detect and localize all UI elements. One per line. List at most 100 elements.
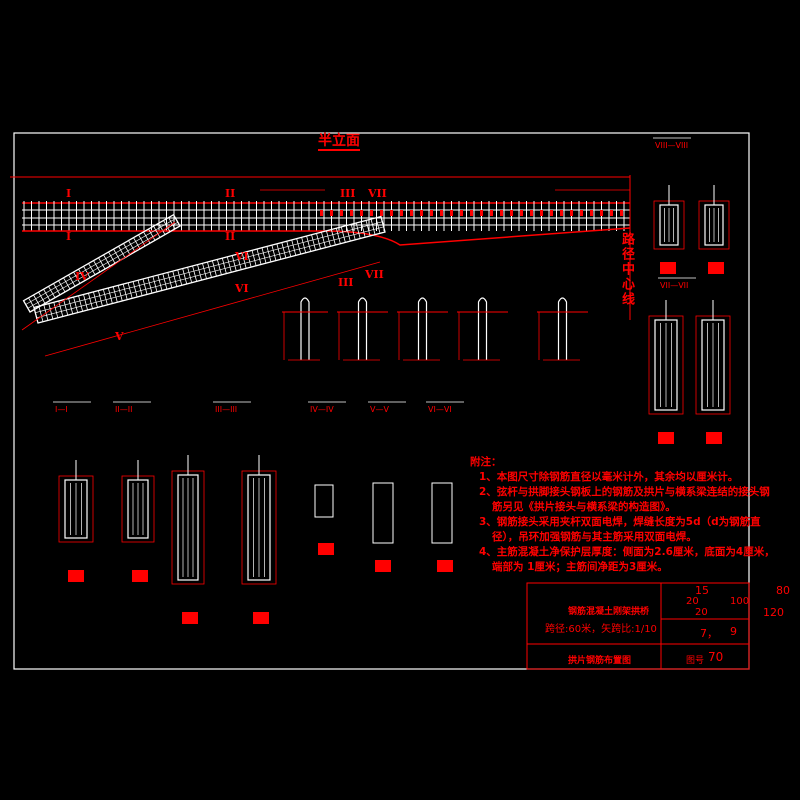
tb-r2a: 20	[686, 596, 699, 607]
stirrup	[43, 289, 51, 301]
hook-details	[282, 297, 588, 361]
stirrup	[306, 235, 312, 252]
hook-detail	[417, 297, 428, 360]
stirrup	[266, 246, 272, 263]
section-label-block	[68, 570, 84, 582]
section-marks: I I II II III VII IV VI VI V III VII	[66, 187, 387, 343]
stirrup	[221, 258, 227, 274]
stirrup	[63, 299, 69, 316]
stirrup	[68, 298, 74, 315]
stirrup	[33, 307, 39, 324]
stirrup	[63, 277, 71, 290]
stirrup	[103, 254, 111, 267]
stirrup	[33, 294, 41, 307]
stirrup	[360, 221, 366, 238]
rebar-mark	[580, 210, 583, 216]
stirrup	[321, 232, 326, 248]
stirrup	[345, 225, 351, 242]
rebar-mark	[440, 210, 443, 216]
rebar-mark	[610, 210, 613, 216]
stirrup	[112, 286, 118, 303]
stirrup	[271, 245, 277, 261]
stirrup	[370, 219, 376, 235]
section-title: VI—VI	[428, 405, 452, 414]
stirrup	[326, 230, 331, 247]
rib-dimension	[44, 261, 381, 357]
drawing-no-label: 图号	[686, 656, 705, 666]
section-title: V—V	[370, 405, 389, 414]
stirrup	[162, 273, 168, 290]
stirrup	[197, 264, 202, 281]
rebar-mark	[320, 210, 323, 216]
rebar-mark	[500, 210, 503, 216]
stirrup	[182, 268, 188, 285]
rebar-mark	[450, 210, 453, 216]
stirrup	[177, 269, 183, 286]
rebar-mark	[590, 210, 593, 216]
stirrup	[98, 257, 106, 270]
stirrup	[102, 289, 108, 305]
stirrup	[301, 237, 307, 253]
stirrup	[118, 246, 126, 258]
stirrup	[137, 280, 143, 296]
stirrup	[330, 229, 336, 246]
mark-ii: II	[225, 187, 235, 200]
stirrup	[350, 224, 356, 240]
stirrup	[93, 291, 98, 308]
stirrup	[83, 266, 91, 278]
strut-dimension	[21, 221, 176, 331]
stirrup	[142, 278, 148, 295]
rebar-long	[36, 226, 384, 319]
stirrup	[83, 294, 88, 311]
rebar-mark	[420, 210, 423, 216]
stirrup	[113, 248, 121, 261]
rebar-mark	[360, 210, 363, 216]
section-label-block	[708, 262, 724, 274]
drawing-name: 拱片钢筋布置图	[568, 656, 632, 666]
section-vii	[431, 482, 453, 544]
stirrup	[78, 268, 86, 281]
drawing-title: 半立面	[318, 133, 360, 151]
section-title: VII—VII	[660, 281, 688, 290]
mark-vi: VI	[234, 250, 249, 263]
rebar-mark	[390, 210, 393, 216]
rebar-mark	[410, 210, 413, 216]
tb-r4: 7，	[700, 627, 718, 640]
stirrup	[107, 287, 113, 304]
rebar-long	[27, 221, 178, 309]
stirrup	[380, 216, 386, 233]
stirrup	[97, 290, 103, 307]
stirrup	[241, 252, 247, 269]
stirrup	[128, 240, 136, 252]
stirrup	[108, 251, 116, 264]
stirrup	[143, 231, 151, 244]
rebar-mark	[370, 210, 373, 216]
drawing-no: 70	[708, 650, 724, 664]
stirrup	[231, 255, 237, 272]
stirrup	[58, 280, 66, 293]
rebar-mark	[570, 210, 573, 216]
rebar-long	[25, 218, 176, 305]
stirrup	[365, 220, 371, 237]
side-80: 80	[776, 584, 790, 597]
section-title: I—I	[55, 405, 68, 414]
tb-r1: 15	[695, 584, 709, 597]
section-label-block	[658, 432, 674, 444]
stirrup	[158, 223, 166, 235]
section-v	[314, 484, 334, 518]
stirrup	[73, 271, 81, 284]
side-120: 120	[763, 606, 784, 619]
rebar-mark	[340, 210, 343, 216]
note-4: 4、主筋混凝土净保护层厚度：侧面为2.6厘米，底面为4厘米，端部为 1厘米；主筋…	[479, 546, 775, 573]
rebar-mark	[520, 210, 523, 216]
mark-i-b: I	[66, 230, 71, 243]
stirrup	[251, 250, 257, 266]
note-1: 1、本图尺寸除钢筋直径以毫米计外，其余均以厘米计。	[479, 471, 739, 483]
mark-iii-b: III	[338, 276, 353, 289]
rebar-mark	[380, 210, 383, 216]
stirrup	[173, 214, 181, 227]
section-title: IV—IV	[310, 405, 334, 414]
drawing-frame	[13, 132, 750, 670]
rebar-mark	[480, 210, 483, 216]
stirrup	[23, 300, 31, 313]
